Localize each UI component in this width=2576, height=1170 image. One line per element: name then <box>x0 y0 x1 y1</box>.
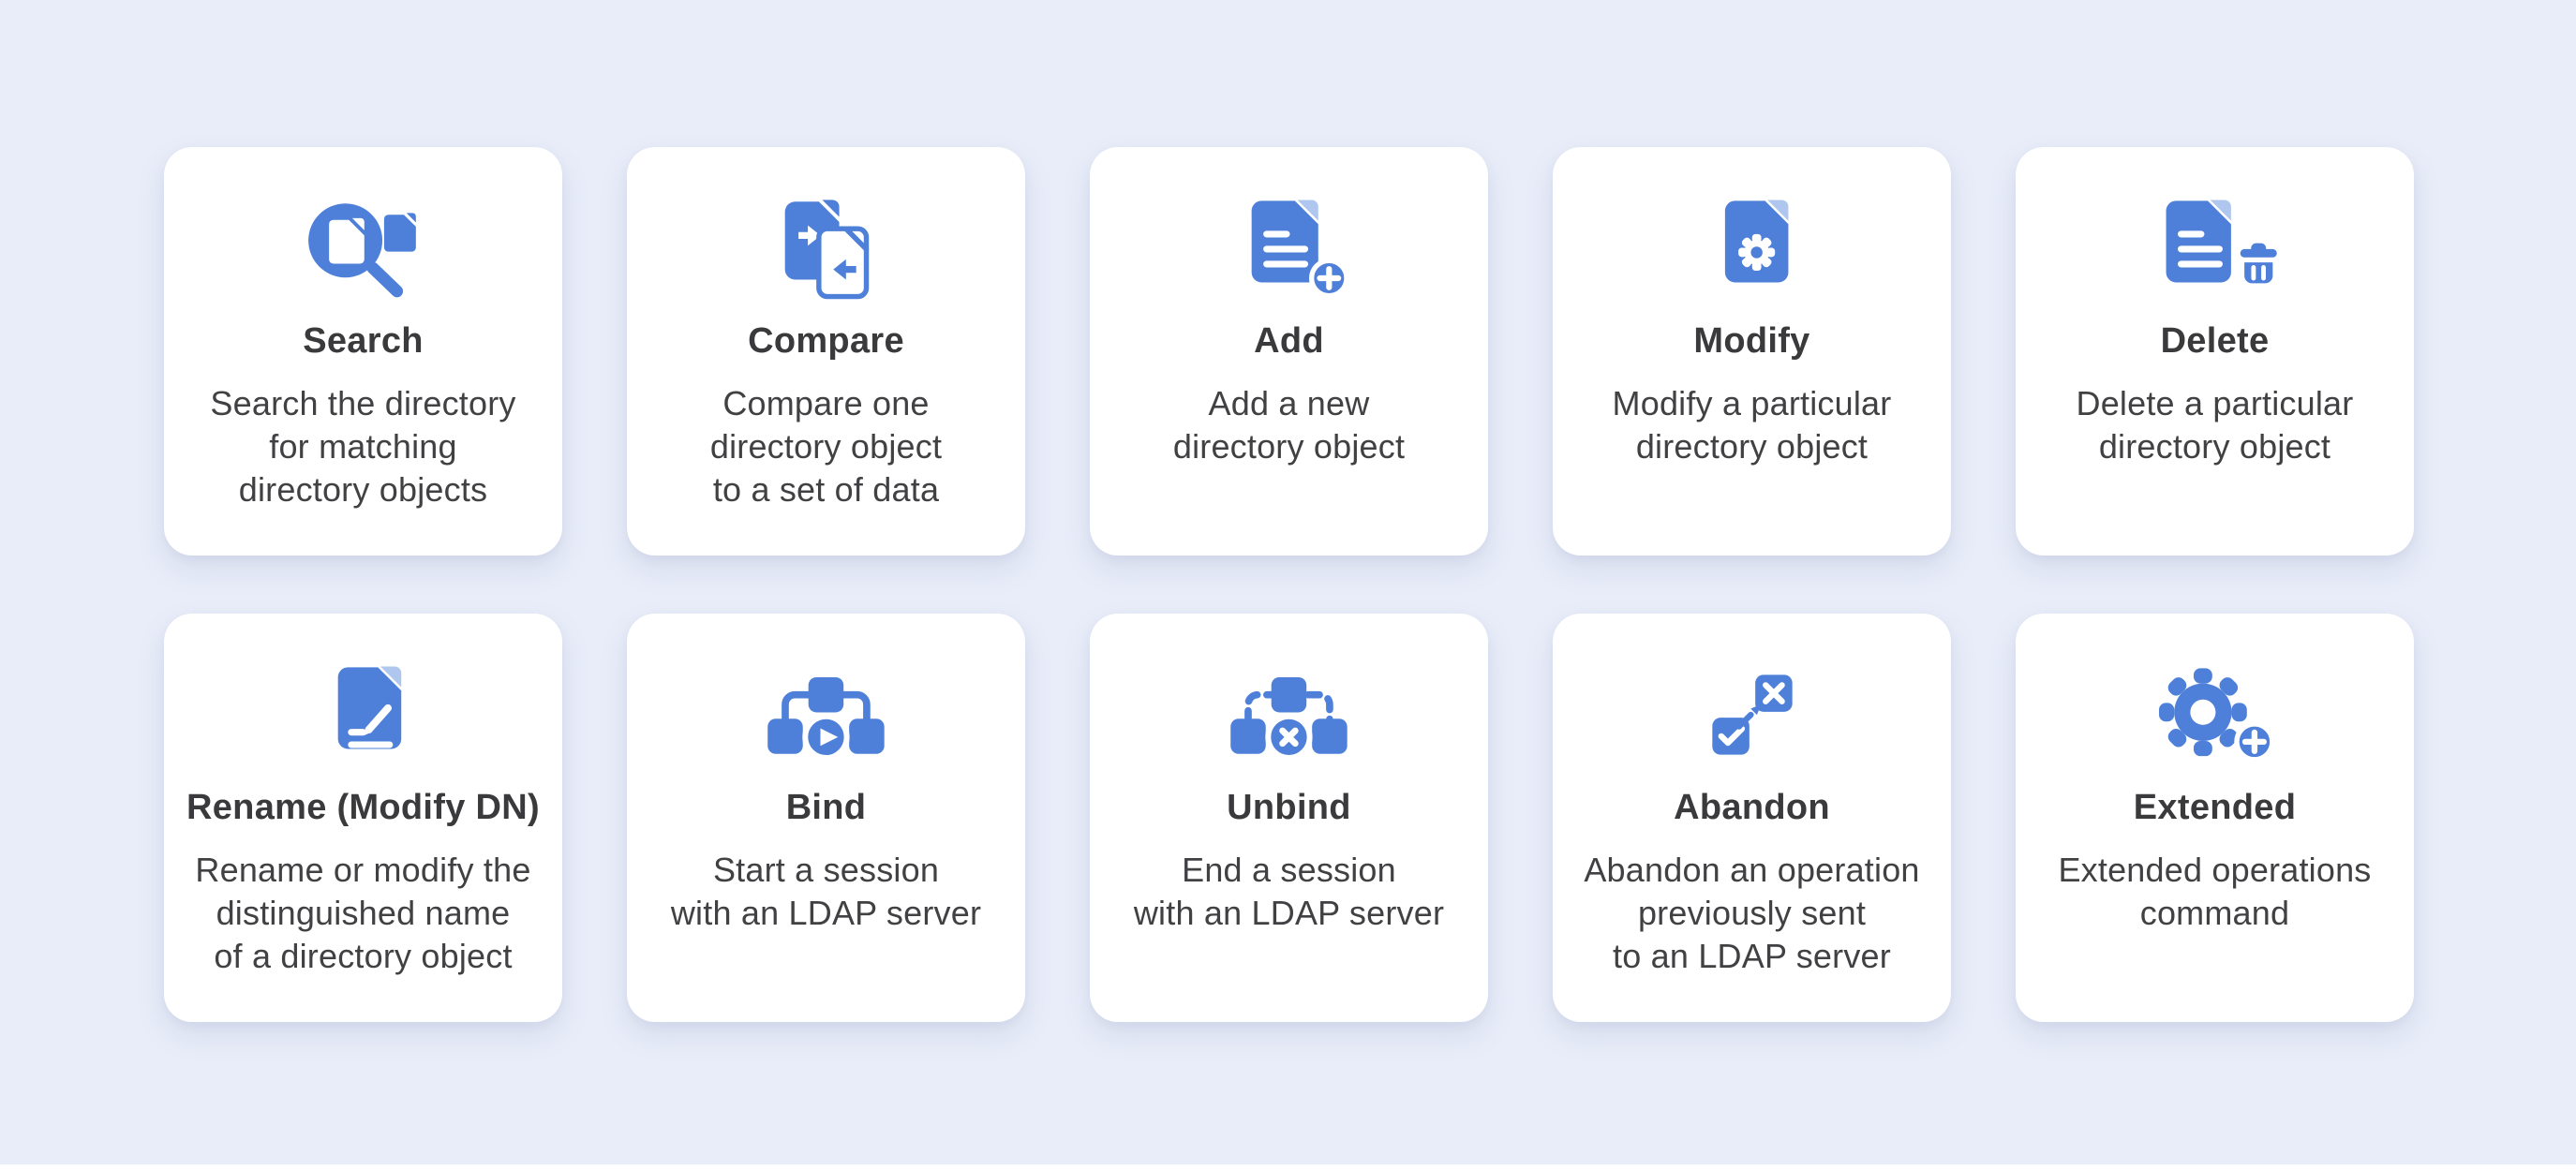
document-edit-icon <box>313 655 413 775</box>
card-title: Delete <box>2160 321 2270 361</box>
card-title: Search <box>303 321 424 361</box>
card-title: Extended <box>2133 788 2297 827</box>
card-description: Start a session with an LDAP server <box>670 851 982 932</box>
card-title: Compare <box>748 321 904 361</box>
card-rename-modify-dn[interactable]: Rename (Modify DN) Rename or modify the … <box>164 614 562 1022</box>
card-title: Rename (Modify DN) <box>186 788 540 827</box>
operations-grid: Search Search the directory for matching… <box>164 147 2414 1022</box>
compare-documents-icon <box>773 188 878 308</box>
search-documents-icon <box>299 188 428 308</box>
card-extended[interactable]: Extended Extended operations command <box>2016 614 2414 1022</box>
card-description: Rename or modify the distinguished name … <box>195 851 531 975</box>
card-description: Abandon an operation previously sent to … <box>1584 851 1920 975</box>
card-title: Bind <box>785 788 867 827</box>
card-search[interactable]: Search Search the directory for matching… <box>164 147 562 555</box>
card-title: Add <box>1254 321 1324 361</box>
card-description: Modify a particular directory object <box>1612 384 1892 466</box>
card-description: Search the directory for matching direct… <box>210 384 516 509</box>
card-compare[interactable]: Compare Compare one directory object to … <box>627 147 1025 555</box>
bottom-edge-strip <box>0 1164 2576 1170</box>
card-description: End a session with an LDAP server <box>1133 851 1445 932</box>
check-to-x-arrow-icon <box>1706 655 1798 775</box>
network-play-icon <box>758 655 894 775</box>
card-description: Extended operations command <box>2058 851 2372 932</box>
document-trash-icon <box>2148 188 2281 308</box>
gear-plus-icon <box>2151 655 2279 775</box>
card-title: Abandon <box>1674 788 1830 827</box>
card-description: Compare one directory object to a set of… <box>709 384 943 509</box>
card-title: Modify <box>1693 321 1810 361</box>
card-modify[interactable]: Modify Modify a particular directory obj… <box>1553 147 1951 555</box>
document-gear-icon <box>1702 188 1802 308</box>
card-abandon[interactable]: Abandon Abandon an operation previously … <box>1553 614 1951 1022</box>
card-add[interactable]: Add Add a new directory object <box>1090 147 1488 555</box>
card-description: Delete a particular directory object <box>2076 384 2354 466</box>
network-x-icon <box>1221 655 1357 775</box>
card-bind[interactable]: Bind Start a session with an LDAP server <box>627 614 1025 1022</box>
card-unbind[interactable]: Unbind End a session with an LDAP server <box>1090 614 1488 1022</box>
card-title: Unbind <box>1227 788 1351 827</box>
document-add-icon <box>1227 188 1351 308</box>
card-description: Add a new directory object <box>1172 384 1406 466</box>
card-delete[interactable]: Delete Delete a particular directory obj… <box>2016 147 2414 555</box>
